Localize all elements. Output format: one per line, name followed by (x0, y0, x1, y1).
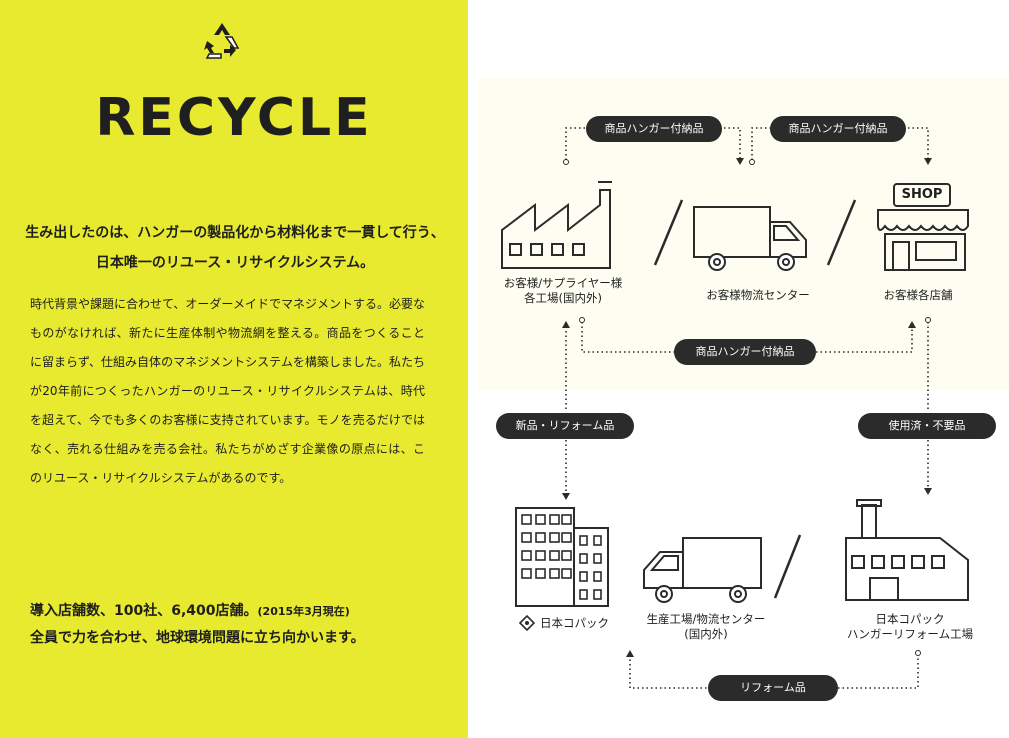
production-label: 生産工場/物流センター (国内外) (628, 612, 784, 642)
building-icon (515, 507, 609, 607)
lead-text: 生み出したのは、ハンガーの製品化から材料化まで一貫して行う、 日本唯一のリユース… (20, 218, 450, 278)
body-paragraph: 時代背景や課題に合わせて、オーダーメイドでマネジメントする。必要なものがなければ… (30, 297, 425, 485)
reform-factory-icon (845, 499, 969, 601)
shop-icon (877, 183, 969, 271)
page-title: RECYCLE (95, 88, 373, 148)
pill-reform: リフォーム品 (708, 675, 838, 701)
shop-sign: SHOP (901, 187, 943, 202)
stats-note: (2015年3月現在) (257, 605, 350, 618)
stats-line-2: 全員で力を合わせ、地球環境問題に立ち向かいます。 (30, 630, 365, 646)
pill-used: 使用済・不要品 (858, 413, 996, 439)
kopak-logo-icon (518, 614, 536, 632)
production-label-line-1: 生産工場/物流センター (646, 612, 766, 626)
recycle-icon (204, 23, 240, 59)
company-label: 日本コパック (540, 616, 609, 630)
pill-top-left: 商品ハンガー付納品 (586, 116, 722, 142)
reform-plant-label: 日本コパック ハンガーリフォーム工場 (832, 612, 988, 642)
pill-new-reform: 新品・リフォーム品 (496, 413, 634, 439)
lead-line-2: 日本唯一のリユース・リサイクルシステム。 (95, 255, 375, 271)
reform-plant-label-line-1: 日本コパック (875, 612, 945, 626)
stats-line-1: 導入店舗数、100社、6,400店舗。 (30, 603, 258, 619)
pill-middle: 商品ハンガー付納品 (674, 339, 816, 365)
reform-plant-label-line-2: ハンガーリフォーム工場 (846, 627, 974, 641)
stats-block: 導入店舗数、100社、6,400店舗。(2015年3月現在) 全員で力を合わせ、… (30, 598, 450, 651)
pill-top-right: 商品ハンガー付納品 (770, 116, 906, 142)
lead-line-1: 生み出したのは、ハンガーの製品化から材料化まで一貫して行う、 (25, 225, 445, 241)
store-label: お客様各店舗 (883, 288, 953, 302)
factory-label-line-1: お客様/サプライヤー様 (503, 276, 623, 290)
truck-icon (693, 206, 807, 271)
production-truck-icon (643, 537, 762, 603)
production-label-line-2: (国内外) (684, 627, 728, 641)
left-panel: RECYCLE 生み出したのは、ハンガーの製品化から材料化まで一貫して行う、 日… (0, 0, 468, 738)
factory-label-line-2: 各工場(国内外) (524, 291, 602, 305)
factory-label: お客様/サプライヤー様 各工場(国内外) (488, 276, 638, 306)
truck-top-label: お客様物流センター (706, 288, 810, 302)
factory-icon (501, 181, 612, 269)
